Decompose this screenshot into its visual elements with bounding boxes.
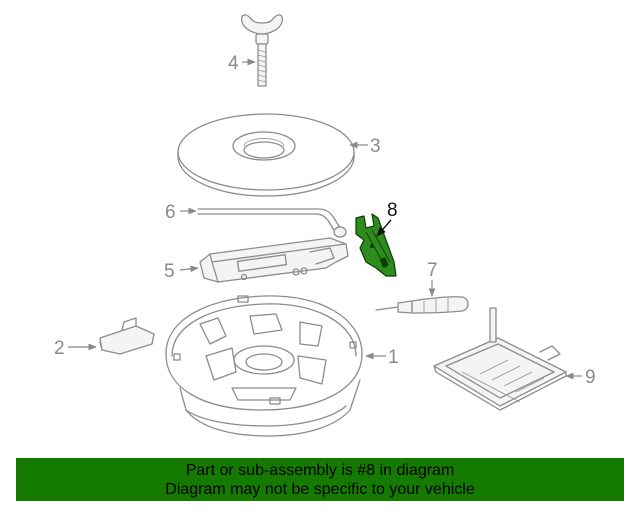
banner-line-2: Diagram may not be specific to your vehi… bbox=[165, 480, 475, 498]
callout-3: 3 bbox=[349, 136, 381, 157]
part-1-tire-well[interactable] bbox=[165, 295, 363, 437]
callout-3-label: 3 bbox=[370, 136, 381, 157]
callout-4-label: 4 bbox=[228, 53, 239, 74]
callout-8: 8 bbox=[376, 200, 398, 237]
part-2-clip[interactable] bbox=[99, 317, 155, 355]
callout-5-label: 5 bbox=[164, 261, 175, 282]
callout-9: 9 bbox=[565, 367, 596, 388]
callout-1-label: 1 bbox=[388, 347, 399, 368]
callout-6: 6 bbox=[165, 202, 197, 223]
callout-6-label: 6 bbox=[165, 202, 176, 223]
callout-2-label: 2 bbox=[54, 338, 65, 359]
info-banner: Part or sub-assembly is #8 in diagram Di… bbox=[16, 458, 624, 501]
part-6-jack-handle[interactable] bbox=[197, 208, 347, 238]
callout-7-label: 7 bbox=[427, 260, 438, 281]
part-7-screwdriver[interactable] bbox=[375, 296, 469, 314]
callout-2: 2 bbox=[54, 338, 97, 359]
callout-7: 7 bbox=[427, 260, 438, 297]
callout-1: 1 bbox=[365, 347, 399, 368]
part-9-tool-bag[interactable] bbox=[433, 307, 567, 411]
callout-5: 5 bbox=[164, 261, 199, 282]
callout-4: 4 bbox=[228, 53, 256, 74]
part-3-spare-cover[interactable] bbox=[177, 113, 355, 197]
part-8-bracket-highlighted[interactable] bbox=[355, 213, 397, 277]
callout-8-label: 8 bbox=[387, 200, 398, 221]
banner-line-1: Part or sub-assembly is #8 in diagram bbox=[185, 461, 455, 479]
part-8-shape bbox=[355, 213, 397, 277]
part-4-wing-bolt[interactable] bbox=[240, 14, 284, 87]
part-5-jack[interactable] bbox=[199, 237, 349, 283]
callout-9-label: 9 bbox=[585, 367, 596, 388]
